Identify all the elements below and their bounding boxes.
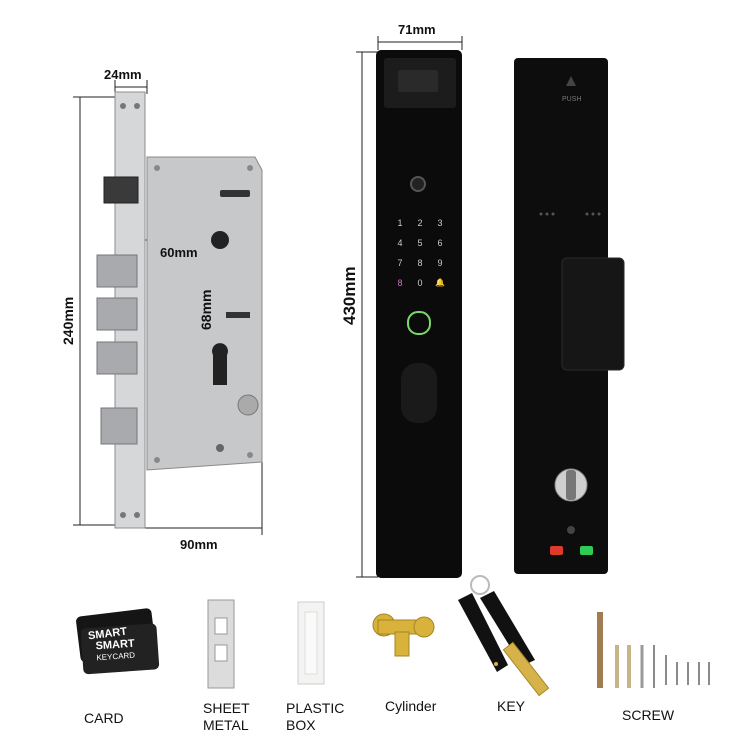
card-text-smart-front: SMART KEYCARD [95,637,136,663]
key-3[interactable]: 3 [437,218,443,228]
dead-bolt-3 [96,341,138,375]
keypad[interactable]: 1 2 3 4 5 6 7 8 9 8 0 🔔 [390,218,450,288]
dim-label-90mm: 90mm [180,537,218,552]
label-sheet-metal: SHEET METAL [203,700,250,733]
lock-case [146,156,263,471]
key-1[interactable]: 1 [397,218,403,228]
cylinder-hole [212,343,228,385]
lower-latch [100,407,138,445]
dead-bolt-2 [96,297,138,331]
green-indicator [580,546,593,555]
label-card: CARD [84,710,124,726]
back-panel-diagram [514,58,625,574]
push-label: PUSH [562,96,582,103]
dead-bolt-1 [96,254,138,288]
label-cylinder: Cylinder [385,698,437,714]
label-plastic-box: PLASTIC BOX [286,700,345,733]
screws-image [597,612,710,688]
latch-bolt [103,176,139,204]
bell-icon[interactable]: 🔔 [435,278,445,287]
key-0[interactable]: 0 [417,278,423,288]
red-indicator [550,546,563,555]
key-5[interactable]: 5 [417,238,423,248]
sheet-metal-image [207,599,235,689]
dim-label-71mm: 71mm [398,22,436,37]
label-screw: SCREW [622,707,675,723]
push-arrow-icon [566,76,576,86]
fingerprint-sensor [407,311,431,335]
key-2[interactable]: 2 [417,218,423,228]
front-panel [376,50,462,578]
key-image [458,575,550,697]
cylinder-image [372,613,435,657]
key-8[interactable]: 8 [417,258,423,268]
spindle-hole [211,231,229,249]
key-lock[interactable]: 8 [397,278,403,288]
mortise-lock-diagram [73,80,263,535]
dim-label-24mm: 24mm [104,67,142,82]
key-9[interactable]: 9 [437,258,443,268]
handle-recess [401,363,437,423]
label-key: KEY [497,698,526,714]
key-6[interactable]: 6 [437,238,443,248]
key-7[interactable]: 7 [397,258,403,268]
back-panel [514,58,608,574]
dim-label-60mm: 60mm [160,245,198,260]
key-4[interactable]: 4 [397,238,403,248]
inner-handle [561,257,625,371]
front-panel-diagram [356,36,463,578]
camera-lens [410,176,426,192]
